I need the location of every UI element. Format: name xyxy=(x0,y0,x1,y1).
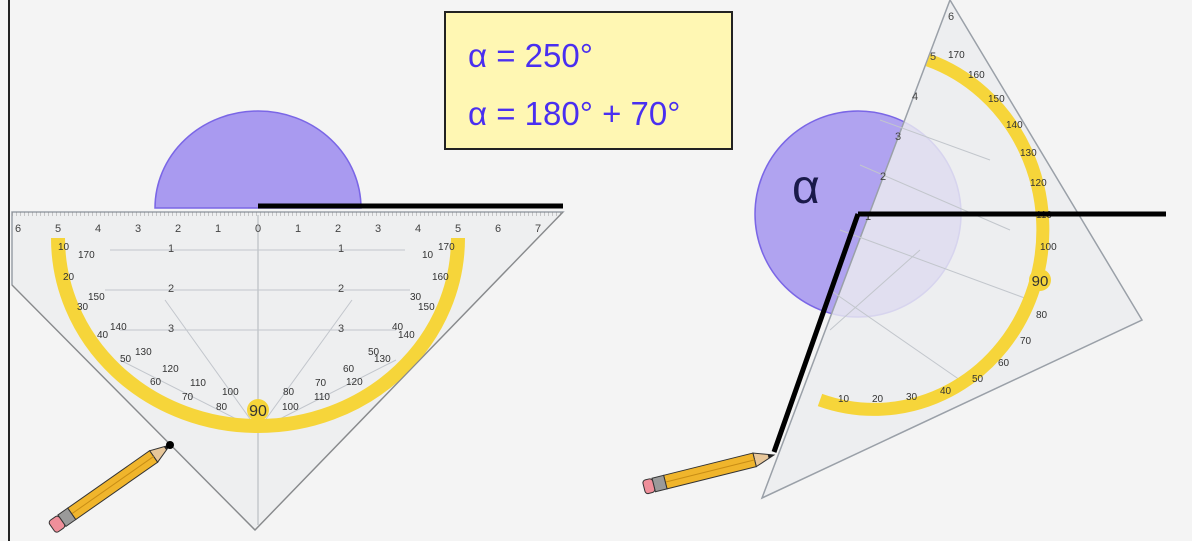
svg-text:120: 120 xyxy=(162,364,179,375)
svg-text:110: 110 xyxy=(314,392,330,403)
svg-text:3: 3 xyxy=(895,131,901,143)
svg-text:80: 80 xyxy=(216,402,228,413)
left-top-tick-scale xyxy=(12,212,563,220)
svg-text:2: 2 xyxy=(338,283,344,295)
svg-text:70: 70 xyxy=(1020,336,1032,347)
right-set-square-body xyxy=(760,0,1144,500)
svg-text:50: 50 xyxy=(368,347,380,358)
svg-text:160: 160 xyxy=(432,272,449,283)
left-pencil-icon xyxy=(48,444,172,533)
svg-text:60: 60 xyxy=(343,364,355,375)
svg-text:160: 160 xyxy=(968,70,985,81)
left-center-mark-bg xyxy=(247,399,269,421)
svg-text:60: 60 xyxy=(150,377,162,388)
svg-text:120: 120 xyxy=(346,377,363,388)
svg-text:3: 3 xyxy=(375,223,381,235)
svg-text:60: 60 xyxy=(998,358,1010,369)
svg-text:40: 40 xyxy=(97,330,109,341)
formula-line-2: α = 180° + 70° xyxy=(468,95,681,132)
right-guide-lines xyxy=(829,119,1031,381)
formula-line-1: α = 250° xyxy=(468,37,593,74)
svg-text:20: 20 xyxy=(63,272,75,283)
svg-text:10: 10 xyxy=(58,242,70,253)
svg-text:30: 30 xyxy=(410,292,422,303)
left-top-scale-labels: 6 5 4 3 2 1 0 1 2 3 4 5 6 7 xyxy=(15,223,541,235)
svg-text:80: 80 xyxy=(283,387,295,398)
left-set-square: 90 6 5 4 3 2 1 0 1 2 3 4 5 6 7 1 2 3 xyxy=(11,211,565,532)
left-scale-band xyxy=(51,237,465,433)
svg-text:5: 5 xyxy=(930,51,936,63)
svg-text:10: 10 xyxy=(838,394,850,405)
alpha-angle-label: α xyxy=(792,161,820,214)
formula-box: α = 250° α = 180° + 70° xyxy=(444,11,733,150)
svg-text:10: 10 xyxy=(422,250,434,261)
svg-text:70: 70 xyxy=(182,392,194,403)
left-arc-labels: 10 20 30 40 50 60 70 80 100 110 120 130 … xyxy=(58,242,455,413)
right-center-mark-bg xyxy=(1029,269,1051,291)
svg-text:6: 6 xyxy=(948,11,954,23)
svg-text:110: 110 xyxy=(190,378,206,389)
left-center-mark: 90 xyxy=(249,403,267,420)
svg-text:40: 40 xyxy=(940,386,952,397)
svg-text:6: 6 xyxy=(495,223,501,235)
svg-text:5: 5 xyxy=(55,223,61,235)
left-vertical-scale-labels: 1 2 3 1 2 3 xyxy=(168,243,344,335)
svg-text:3: 3 xyxy=(135,223,141,235)
left-hypotenuse-right-edge xyxy=(254,211,564,531)
left-angle-arc xyxy=(154,110,362,209)
svg-text:2: 2 xyxy=(335,223,341,235)
svg-text:4: 4 xyxy=(95,223,101,235)
svg-text:5: 5 xyxy=(455,223,461,235)
svg-text:130: 130 xyxy=(135,347,152,358)
svg-text:140: 140 xyxy=(1006,120,1023,131)
svg-text:0: 0 xyxy=(255,223,261,235)
svg-text:50: 50 xyxy=(120,354,132,365)
svg-text:130: 130 xyxy=(1020,148,1037,159)
right-arc-labels: 170 160 150 140 130 120 110 100 80 70 60… xyxy=(838,50,1057,405)
svg-text:50: 50 xyxy=(972,374,984,385)
svg-text:4: 4 xyxy=(912,91,918,103)
svg-text:100: 100 xyxy=(222,387,239,398)
svg-text:1: 1 xyxy=(295,223,301,235)
right-center-mark: 90 xyxy=(1032,273,1049,290)
right-set-square: 90 170 160 150 140 130 120 110 100 80 70… xyxy=(760,0,1144,500)
svg-text:1: 1 xyxy=(168,243,174,255)
svg-text:130: 130 xyxy=(374,354,391,365)
svg-text:140: 140 xyxy=(110,322,127,333)
svg-text:1: 1 xyxy=(865,211,871,223)
svg-text:80: 80 xyxy=(1036,310,1048,321)
svg-text:100: 100 xyxy=(1040,242,1057,253)
svg-text:3: 3 xyxy=(168,323,174,335)
svg-text:100: 100 xyxy=(282,402,299,413)
svg-text:70: 70 xyxy=(315,378,327,389)
svg-text:20: 20 xyxy=(872,394,884,405)
svg-text:4: 4 xyxy=(415,223,421,235)
svg-text:2: 2 xyxy=(880,171,886,183)
right-edge-scale-labels: 6 5 4 3 2 1 xyxy=(865,11,954,223)
svg-text:170: 170 xyxy=(78,250,95,261)
svg-text:40: 40 xyxy=(392,322,404,333)
svg-text:150: 150 xyxy=(418,302,435,313)
svg-text:7: 7 xyxy=(535,223,541,235)
right-angle-ray-slanted xyxy=(771,213,861,453)
svg-text:3: 3 xyxy=(338,323,344,335)
svg-text:150: 150 xyxy=(88,292,105,303)
svg-text:30: 30 xyxy=(906,392,918,403)
svg-text:30: 30 xyxy=(77,302,89,313)
svg-text:120: 120 xyxy=(1030,178,1047,189)
svg-text:2: 2 xyxy=(168,283,174,295)
right-pencil-icon xyxy=(642,452,776,495)
svg-text:2: 2 xyxy=(175,223,181,235)
svg-text:150: 150 xyxy=(988,94,1005,105)
svg-text:6: 6 xyxy=(15,223,21,235)
svg-text:170: 170 xyxy=(948,50,965,61)
svg-text:1: 1 xyxy=(215,223,221,235)
svg-text:140: 140 xyxy=(398,330,415,341)
left-hypotenuse-tick-edge xyxy=(11,284,256,531)
svg-text:1: 1 xyxy=(338,243,344,255)
left-pencil-tip-dot xyxy=(166,441,174,449)
svg-text:170: 170 xyxy=(438,242,455,253)
